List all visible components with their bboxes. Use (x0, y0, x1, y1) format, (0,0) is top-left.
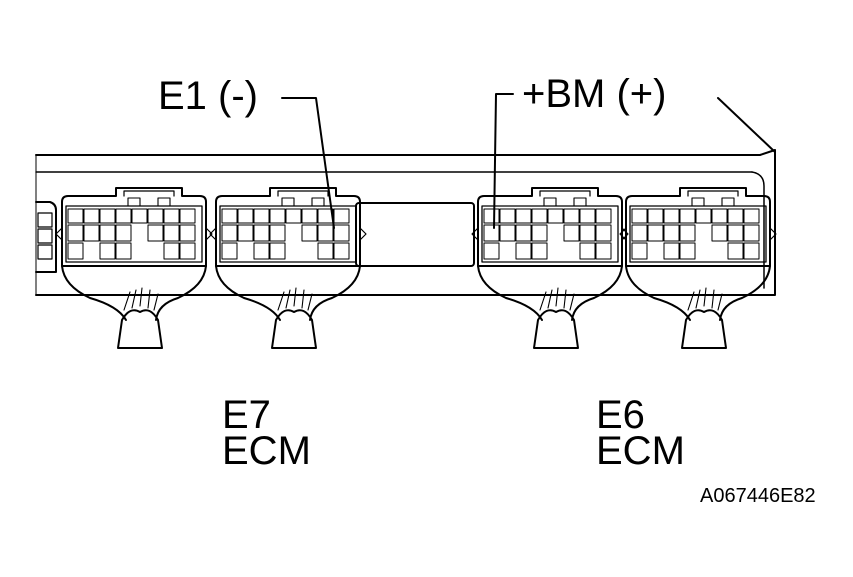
connector-id-left: E7 (222, 393, 271, 437)
connector-e7b (209, 187, 367, 349)
connector-e6b (619, 187, 777, 349)
connector-e6a (471, 187, 629, 349)
connector-id-right: E6 (596, 393, 645, 437)
connector-e7a (55, 187, 213, 349)
bm-callout-label: +BM (+) (522, 72, 667, 116)
bm-leader-line (493, 93, 514, 229)
connector-part-left: ECM (222, 429, 311, 473)
e1-leader-line (281, 97, 335, 229)
connector-partial-left (35, 201, 57, 273)
ecm-housing (35, 97, 776, 296)
figure-reference: A067446E82 (700, 485, 816, 507)
connector-part-right: ECM (596, 429, 685, 473)
e1-callout-label: E1 (-) (158, 74, 258, 118)
ecm-window (355, 202, 475, 267)
